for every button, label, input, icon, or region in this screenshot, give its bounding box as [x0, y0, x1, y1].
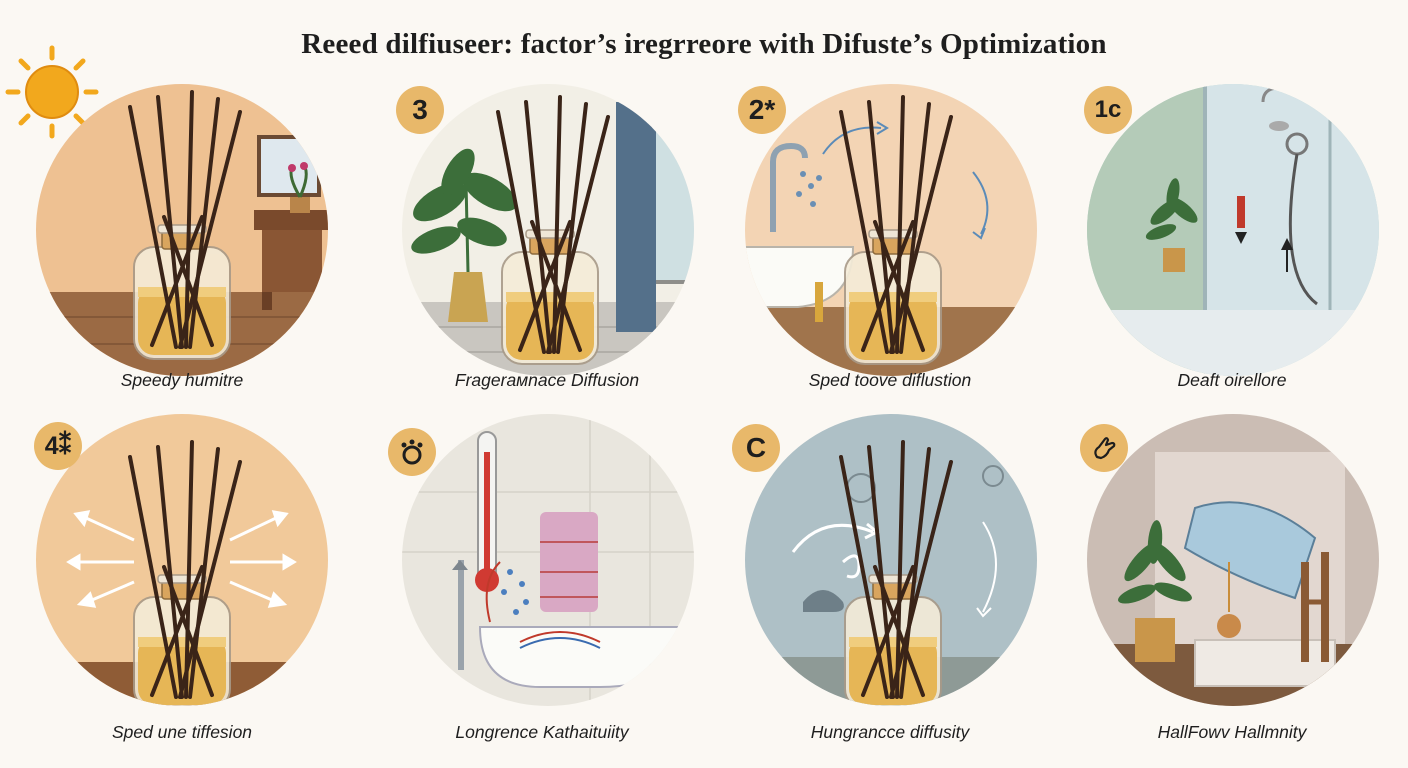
living-room-illustration — [36, 84, 328, 376]
step-badge: 3 — [396, 86, 444, 134]
step-badge: 4⁑ — [34, 422, 82, 470]
page-title: Reeed dilfiuseer: factor’s iregrreore wi… — [301, 28, 1107, 60]
step-badge — [1080, 424, 1128, 472]
panel-1 — [34, 82, 330, 378]
panel-8 — [1085, 412, 1381, 708]
step-badge: 1c — [1084, 86, 1132, 134]
panel-2 — [400, 82, 696, 378]
panel-6 — [400, 412, 696, 708]
thermometer-bath-illustration — [402, 414, 694, 706]
step-badge: 2* — [738, 86, 786, 134]
window-plant-illustration — [402, 84, 694, 376]
caption-2: Fragerамnace Diffusion — [454, 370, 640, 390]
diffusion-arrows-illustration — [36, 414, 328, 706]
step-badge — [388, 428, 436, 476]
caption-7: Hungrancce diffusity — [810, 722, 970, 742]
panel-4 — [1085, 82, 1381, 378]
caption-5: Sped une tiffesion — [111, 722, 253, 742]
caption-6: Longrence Kathaituiity — [455, 722, 629, 742]
bathtub-faucet-illustration — [745, 84, 1037, 376]
step-badge: C — [732, 424, 780, 472]
bubbles-icon — [401, 439, 423, 465]
panel-7 — [743, 412, 1039, 708]
panel-5 — [34, 412, 330, 708]
shower-illustration — [1087, 84, 1379, 376]
hand-icon — [1094, 437, 1116, 460]
swirl-airflow-illustration — [745, 414, 1037, 706]
panel-3 — [743, 82, 1039, 378]
caption-3: Sped toove diflustion — [808, 370, 972, 390]
caption-8: HallFowv Hallmnity — [1157, 722, 1307, 742]
caption-4: Deaft oirellore — [1177, 370, 1287, 390]
caption-1: Speedy humitre — [120, 370, 244, 390]
towel-room-illustration — [1087, 414, 1379, 706]
